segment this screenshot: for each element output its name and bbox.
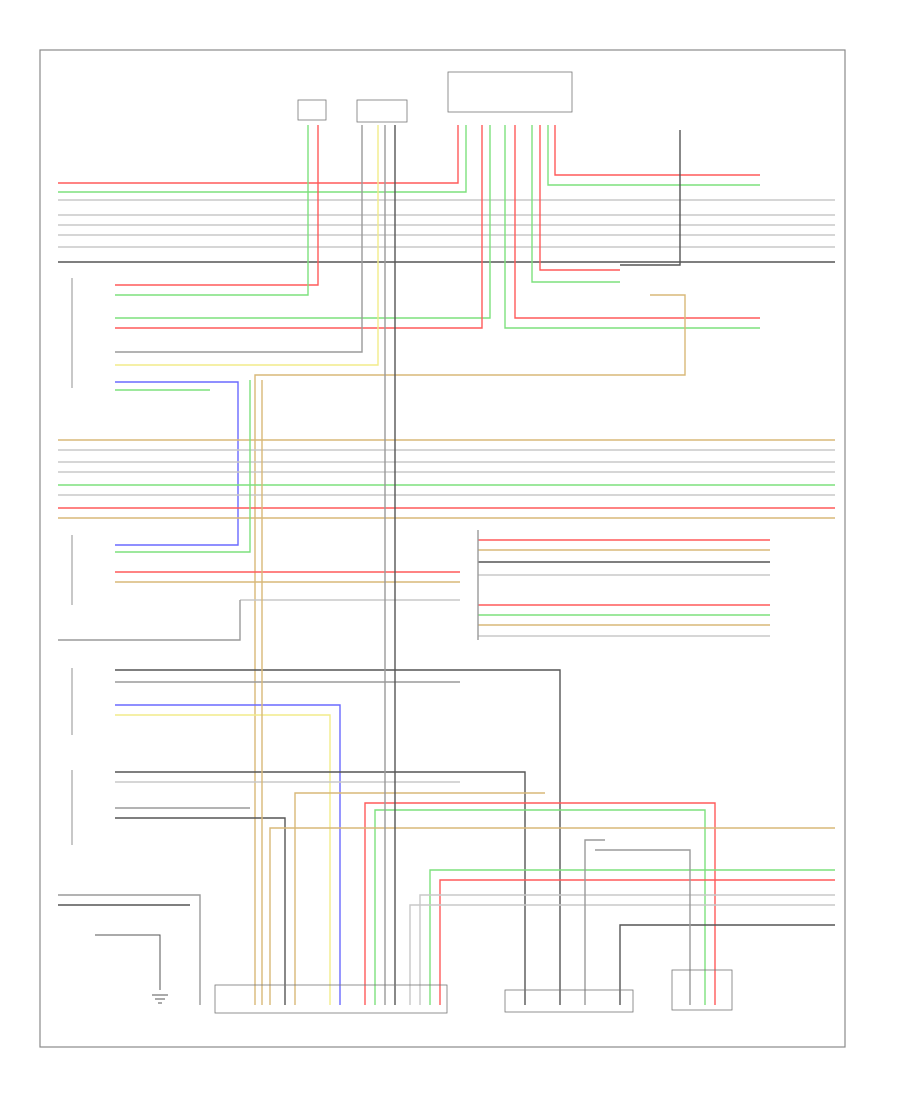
connector-bottom-right <box>671 969 733 1011</box>
lower-right-bus <box>58 792 835 1005</box>
right-module-wires <box>477 530 770 640</box>
middle-bus <box>58 439 835 519</box>
lower-left-wires <box>115 669 561 1005</box>
connector-bottom-mid <box>504 989 634 1013</box>
vertical-risers <box>261 125 396 1005</box>
ground-symbol <box>95 934 168 1004</box>
left-module-wires <box>115 125 491 546</box>
diagram-frame <box>39 49 846 1048</box>
top-bus <box>58 125 835 263</box>
connector-j-block <box>297 99 327 121</box>
relay-box-top <box>447 71 573 113</box>
connector-bottom-main <box>214 984 448 1014</box>
front-unit-wires <box>58 380 460 641</box>
connector-c <box>356 99 408 123</box>
right-stubs <box>254 125 760 1005</box>
